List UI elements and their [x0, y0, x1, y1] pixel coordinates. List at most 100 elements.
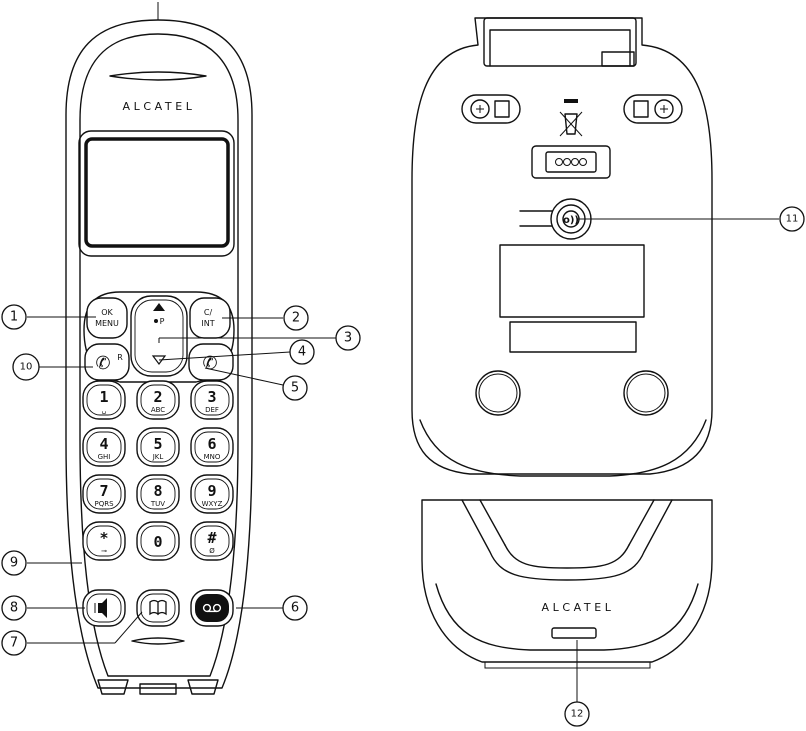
keypad: 1␣2ABC3DEF4GHI5JKL6MNO7PQRS8TUV9WXYZ*⊸0#… — [82, 380, 234, 561]
svg-text:1: 1 — [10, 310, 18, 325]
left-screw-mount — [461, 94, 521, 124]
keypad-key-star[interactable]: *⊸ — [82, 521, 126, 561]
keypad-key-0[interactable]: 0 — [136, 521, 180, 561]
key-digit: 7 — [99, 482, 108, 500]
callout-1: 1 — [1, 304, 27, 330]
callouts: 1 2 3 4 5 6 7 8 9 10 11 12 — [1, 206, 805, 727]
key-digit: 1 — [99, 388, 108, 406]
book-icon — [149, 599, 167, 616]
phonebook-dot-icon — [154, 319, 158, 323]
up-arrow-icon — [153, 303, 165, 311]
key-digit: # — [207, 529, 216, 547]
callout-9: 9 — [1, 550, 27, 576]
key-digit: 4 — [99, 435, 108, 453]
svg-text:7: 7 — [10, 636, 18, 651]
key-digit: * — [99, 529, 108, 547]
callout-7: 7 — [1, 630, 27, 656]
phonebook-key[interactable] — [136, 589, 180, 627]
charging-contacts — [97, 679, 219, 695]
voicemail-icon — [202, 603, 222, 613]
key-letters: GHI — [98, 453, 111, 461]
base-front-band — [435, 583, 699, 651]
speaker-icon — [98, 598, 107, 618]
speaker-key[interactable] — [82, 589, 126, 627]
key-letters: MNO — [204, 453, 221, 461]
ok-menu-label-2: MENU — [95, 319, 119, 328]
key-digit: 8 — [153, 482, 162, 500]
display-frame — [78, 130, 235, 257]
rear-body — [411, 17, 713, 475]
key-letters: JKL — [152, 453, 164, 461]
answering-machine-key[interactable] — [190, 589, 234, 627]
svg-text:11: 11 — [786, 214, 799, 225]
key-letters: ABC — [151, 406, 165, 414]
clear-int-label-1: C/ — [204, 308, 213, 317]
weee-bin-icon — [559, 99, 583, 137]
hang-up-key[interactable] — [84, 343, 130, 381]
callout-3: 3 — [335, 325, 361, 351]
callout-10: 10 — [12, 353, 40, 381]
svg-text:5: 5 — [291, 381, 299, 396]
navigation-key[interactable] — [130, 295, 188, 377]
label-recess-lower — [509, 321, 637, 353]
talk-key[interactable] — [188, 343, 234, 381]
keypad-key-hash[interactable]: #Ø — [190, 521, 234, 561]
microphone — [131, 637, 185, 645]
key-letters: ␣ — [102, 406, 106, 414]
key-letters: WXYZ — [202, 500, 223, 508]
handset: ALCATEL OK MENU C/ INT P ✆ R ✆ 1␣2ABC3DE… — [65, 2, 253, 695]
callout-11: 11 — [779, 206, 805, 232]
earpiece — [109, 71, 207, 81]
handset-brand: ALCATEL — [122, 100, 195, 113]
key-letters: TUV — [150, 500, 165, 508]
svg-text:8: 8 — [10, 601, 18, 616]
callout-6: 6 — [282, 595, 308, 621]
up-key-label: P — [160, 317, 165, 326]
paging-icon: o)) — [563, 215, 579, 226]
keypad-key-1[interactable]: 1␣ — [82, 380, 126, 420]
key-letters: ⊸ — [101, 547, 107, 555]
svg-text:2: 2 — [292, 311, 300, 326]
key-letters: PQRS — [94, 500, 114, 508]
right-foot — [623, 370, 669, 416]
call-left-icon: ✆ — [95, 353, 110, 374]
handset-outer-body — [65, 19, 253, 689]
svg-text:10: 10 — [20, 362, 33, 373]
callout-5: 5 — [282, 375, 308, 401]
key-digit: 3 — [207, 388, 216, 406]
key-digit: 5 — [153, 435, 162, 453]
base-brand: ALCATEL — [541, 601, 614, 614]
key-letters: DEF — [205, 406, 219, 414]
battery-contacts — [531, 145, 611, 179]
handset-inner-body — [79, 33, 239, 677]
callout-8: 8 — [1, 595, 27, 621]
display-screen — [84, 137, 230, 248]
clear-int-label-2: INT — [201, 319, 214, 328]
navigation-cluster: OK MENU C/ INT P ✆ R ✆ — [83, 291, 235, 383]
svg-text:9: 9 — [10, 556, 18, 571]
ok-menu-key[interactable] — [86, 297, 128, 339]
key-digit: 6 — [207, 435, 216, 453]
charging-base: ALCATEL — [421, 499, 713, 669]
key-letters: Ø — [209, 547, 215, 555]
key-digit: 0 — [153, 533, 162, 551]
ok-menu-label-1: OK — [101, 308, 113, 317]
base-body — [421, 499, 713, 663]
svg-text:3: 3 — [344, 331, 352, 346]
rear-lower-band — [419, 419, 707, 477]
svg-text:12: 12 — [571, 709, 584, 720]
base-rear: o)) — [411, 17, 713, 477]
right-screw-mount — [623, 94, 683, 124]
svg-text:6: 6 — [291, 601, 299, 616]
label-recess-upper — [499, 244, 645, 318]
callout-2: 2 — [283, 305, 309, 331]
